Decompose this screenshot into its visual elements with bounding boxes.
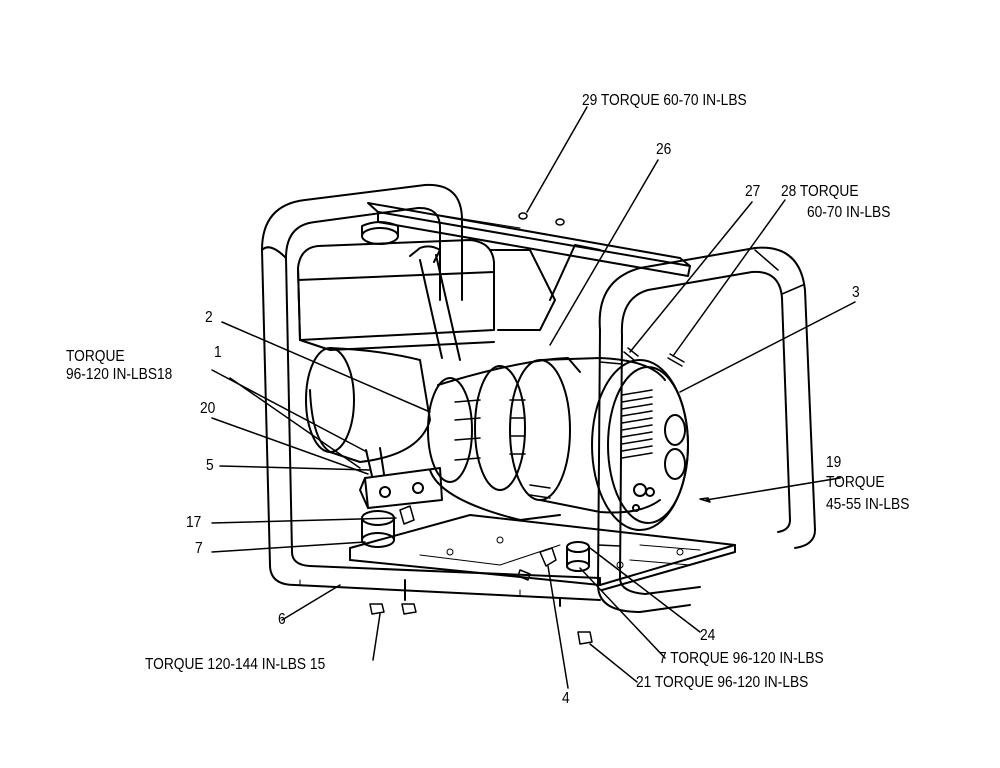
callout-24: 24 (700, 627, 716, 644)
vibration-mounts (361, 510, 590, 572)
callout-18-torque: TORQUE (66, 348, 125, 365)
engine-block (305, 244, 601, 477)
hardware (369, 212, 711, 645)
bottom-frame-rails (269, 551, 601, 607)
callout-27: 27 (745, 183, 761, 200)
control-end-bell (591, 359, 689, 531)
mount-bracket (359, 467, 443, 509)
callout-19-torque: TORQUE (826, 474, 885, 491)
callout-1: 1 (214, 344, 222, 361)
callout-15-torque-120-144: TORQUE 120-144 IN-LBS 15 (145, 656, 326, 673)
callout-7-torque-96-120: 7 TORQUE 96-120 IN-LBS (659, 650, 824, 667)
leader-lines (211, 106, 856, 689)
callout-5: 5 (206, 457, 214, 474)
callout-3: 3 (852, 284, 860, 301)
callout-19: 19 (826, 454, 842, 471)
callout-18-value: 96-120 IN-LBS18 (66, 366, 173, 383)
callout-29-torque-60-70: 29 TORQUE 60-70 IN-LBS (582, 92, 747, 109)
callout-7-left: 7 (195, 540, 203, 557)
alternator-body (427, 357, 666, 521)
top-crossbar (367, 202, 691, 277)
fuel-tank (297, 221, 495, 351)
callout-28-value: 60-70 IN-LBS (807, 204, 891, 221)
base-plate (349, 514, 736, 591)
callout-20: 20 (200, 400, 216, 417)
callout-26: 26 (656, 141, 672, 158)
callout-28-torque: 28 TORQUE (781, 183, 859, 200)
callout-19-value: 45-55 IN-LBS (826, 496, 910, 513)
callout-2: 2 (205, 309, 213, 326)
callout-6: 6 (278, 611, 286, 628)
callout-17: 17 (186, 514, 202, 531)
callout-4: 4 (562, 690, 570, 707)
front-frame-tube (597, 246, 816, 613)
rear-frame-tube (261, 183, 463, 566)
callout-21-torque-96-120: 21 TORQUE 96-120 IN-LBS (636, 674, 809, 691)
